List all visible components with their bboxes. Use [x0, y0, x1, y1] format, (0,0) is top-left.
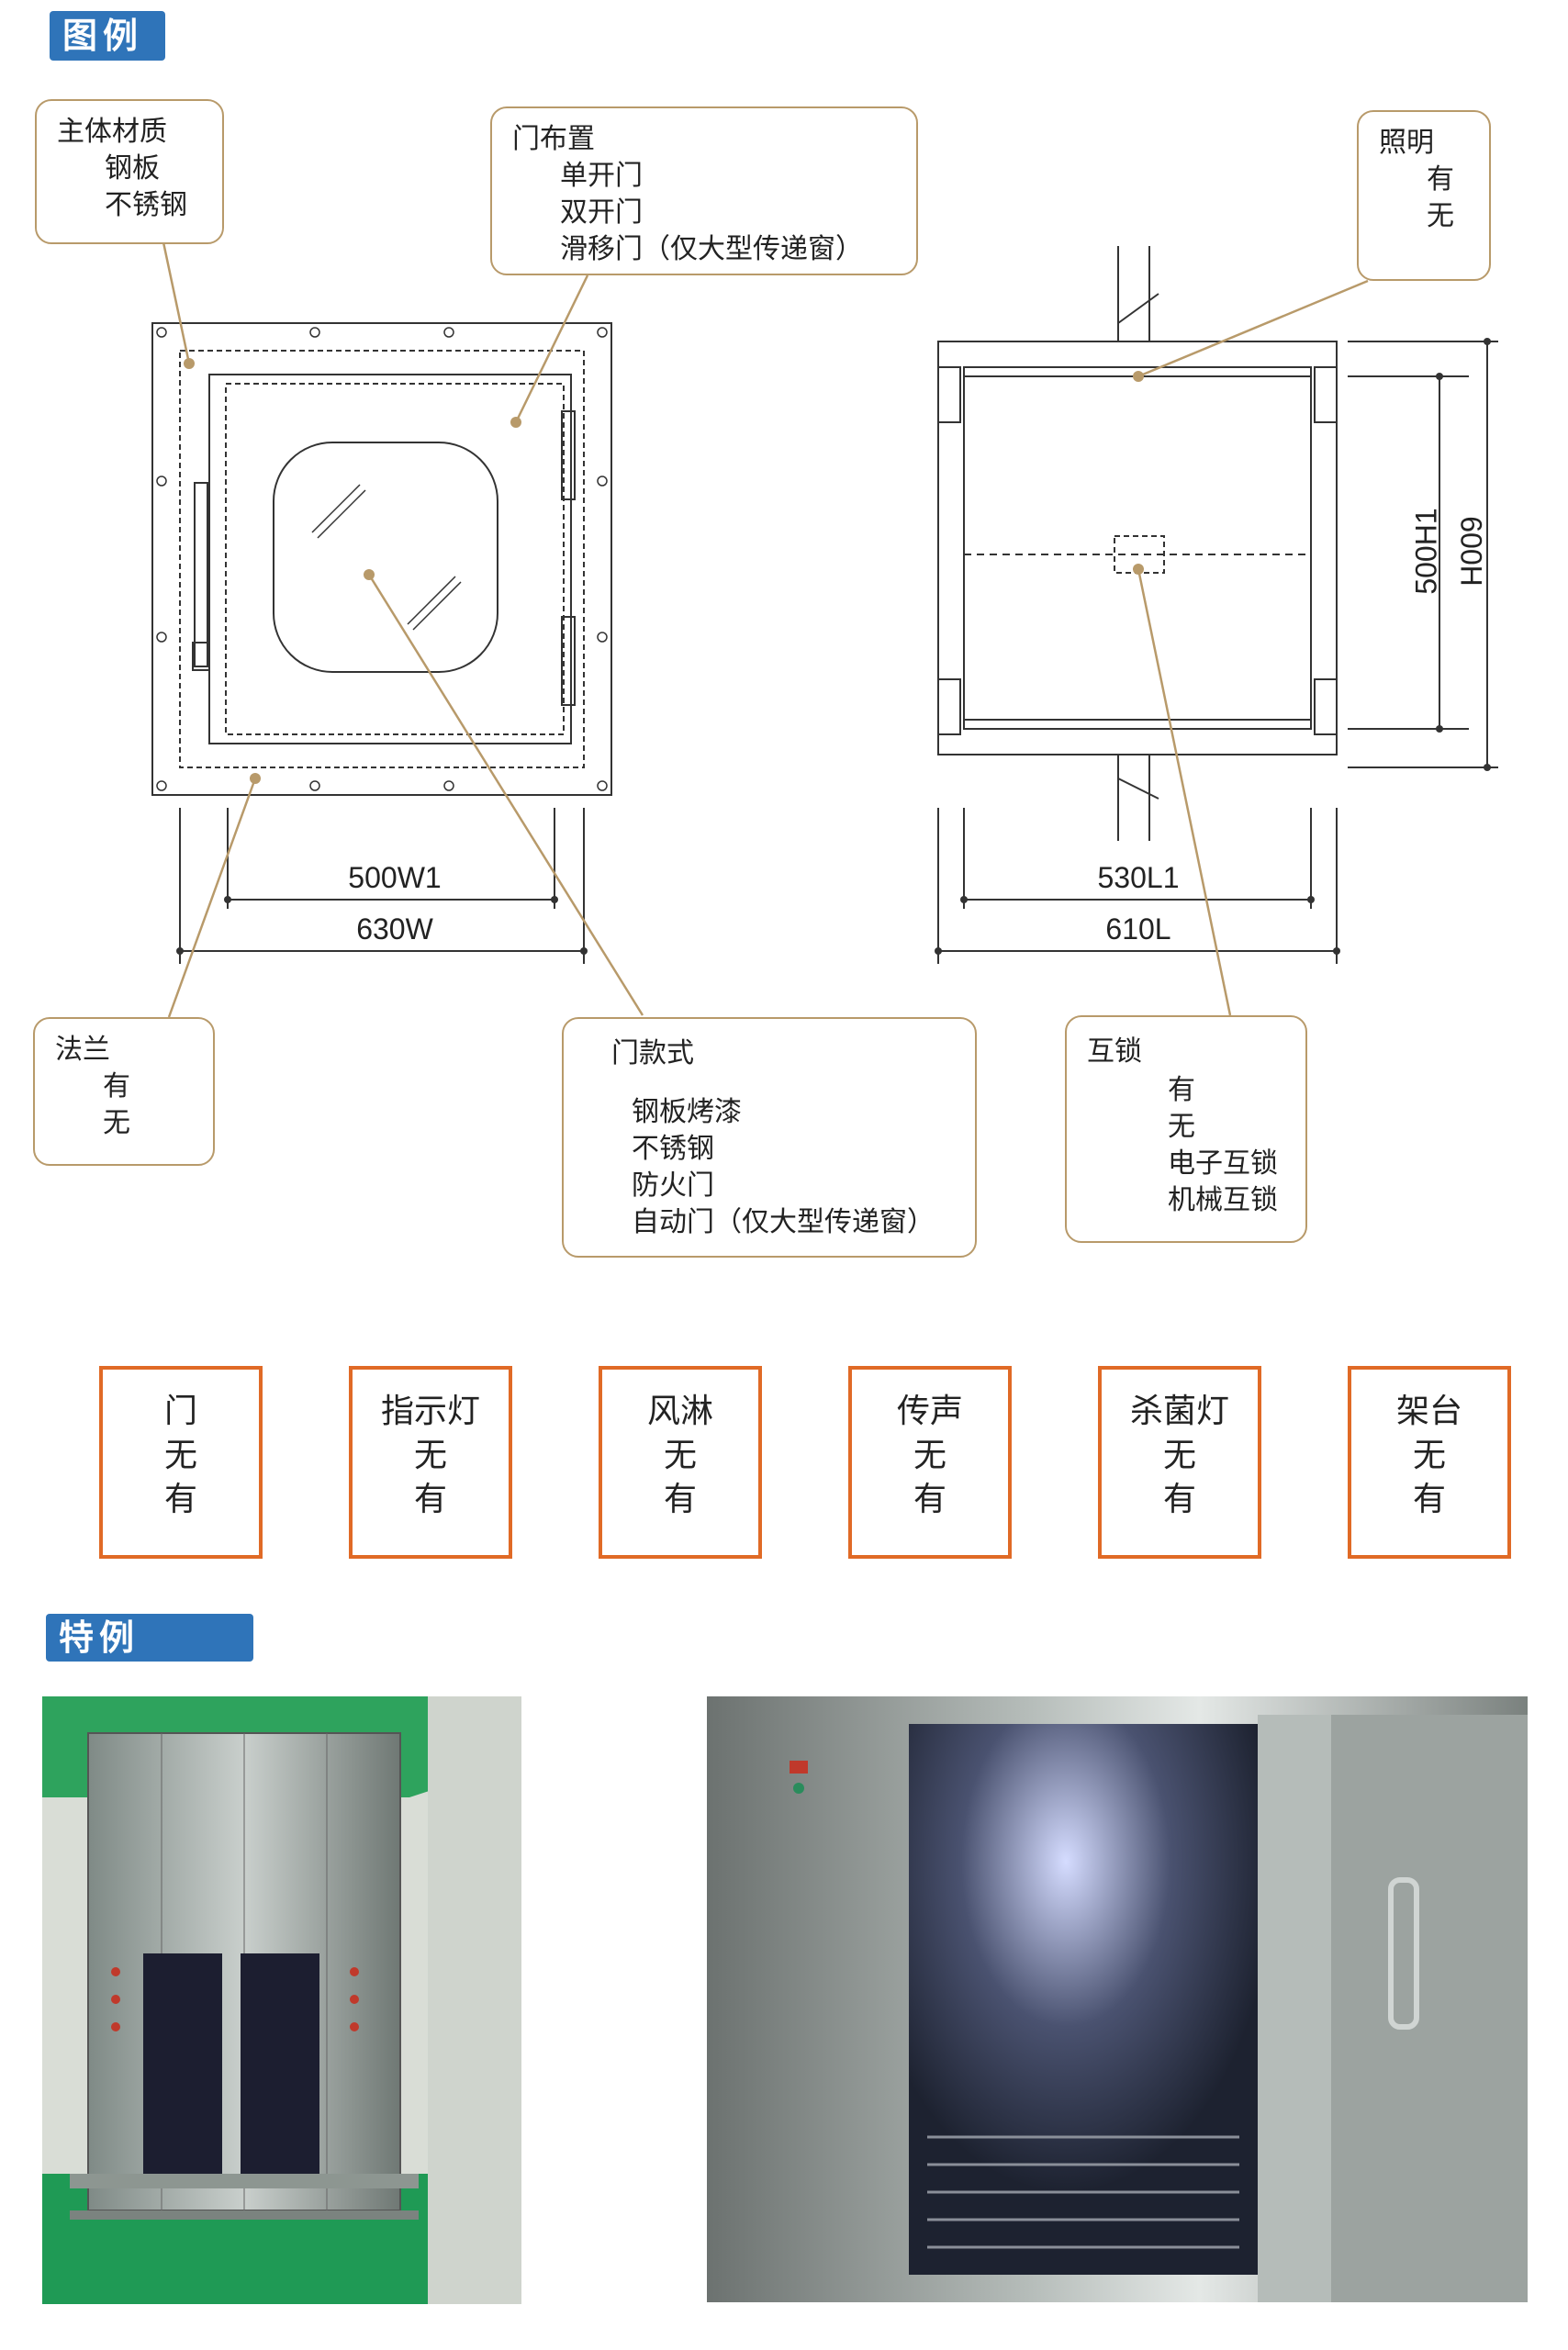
callout-interlock-title: 互锁 [1087, 1035, 1142, 1068]
callout-material-item: 不锈钢 [105, 189, 187, 221]
option-value: 无 [413, 1437, 447, 1474]
callout-door-style: 门款式 钢板烤漆 不锈钢 防火门 自动门（仅大型传递窗） [562, 1017, 977, 1258]
option-title: 门 [163, 1393, 197, 1430]
callout-flange-item: 无 [103, 1107, 130, 1139]
special-section-title: 特例 [46, 1614, 253, 1662]
option-value: 无 [1162, 1437, 1196, 1474]
photo-large-pass-box-stainless [707, 1696, 1528, 2302]
dim-h: 600H [1454, 516, 1488, 587]
option-value: 有 [663, 1481, 697, 1518]
callout-door-layout-item: 双开门 [560, 196, 643, 229]
callout-door-style-item: 不锈钢 [632, 1133, 714, 1165]
dim-l1: 530L1 [1097, 861, 1180, 894]
dim-h1: 500H1 [1409, 508, 1443, 595]
callout-interlock-item: 无 [1168, 1111, 1195, 1143]
option-value: 有 [413, 1481, 447, 1518]
pass-box-drawings [151, 241, 1498, 1018]
side-view-frame [937, 341, 1338, 755]
callout-interlock-item: 有 [1168, 1074, 1195, 1106]
callout-door-layout-item: 单开门 [560, 160, 643, 192]
option-title: 指示灯 [380, 1393, 480, 1430]
option-intercom: 传声 无 有 [848, 1366, 1012, 1559]
dim-w1: 500W1 [348, 861, 442, 894]
callout-lighting-item: 无 [1427, 200, 1454, 232]
option-indicator-light: 指示灯 无 有 [349, 1366, 512, 1559]
option-title: 架台 [1395, 1393, 1462, 1430]
option-air-shower: 风淋 无 有 [599, 1366, 762, 1559]
callout-door-style-title: 门款式 [611, 1037, 694, 1069]
callout-flange-title: 法兰 [55, 1034, 110, 1066]
option-stand: 架台 无 有 [1348, 1366, 1511, 1559]
legend-section-title: 图例 [50, 11, 165, 61]
callout-material-title: 主体材质 [57, 116, 167, 148]
callout-lighting-title: 照明 [1379, 127, 1434, 159]
dim-w: 630W [356, 912, 433, 946]
callout-lighting-item: 有 [1427, 163, 1454, 196]
callout-door-style-item: 自动门（仅大型传递窗） [632, 1206, 935, 1238]
option-value: 无 [1412, 1437, 1446, 1474]
callout-door-style-item: 防火门 [632, 1169, 714, 1202]
callout-interlock-item: 电子互锁 [1168, 1147, 1278, 1180]
callout-door-layout-item: 滑移门（仅大型传递窗） [560, 233, 863, 265]
photo-large-pass-box-green-room [42, 1696, 521, 2304]
option-value: 有 [1162, 1481, 1196, 1518]
option-title: 风淋 [646, 1393, 713, 1430]
option-value: 有 [1412, 1481, 1446, 1518]
option-value: 无 [163, 1437, 197, 1474]
callout-material: 主体材质 钢板 不锈钢 [35, 99, 224, 244]
callout-door-style-item: 钢板烤漆 [632, 1096, 742, 1128]
callout-material-item: 钢板 [105, 152, 160, 185]
option-uv-lamp: 杀菌灯 无 有 [1098, 1366, 1261, 1559]
callout-flange: 法兰 有 无 [33, 1017, 215, 1166]
option-value: 无 [663, 1437, 697, 1474]
option-value: 有 [163, 1481, 197, 1518]
option-value: 无 [913, 1437, 946, 1474]
callout-door-layout: 门布置 单开门 双开门 滑移门（仅大型传递窗） [490, 106, 918, 275]
callout-lighting: 照明 有 无 [1357, 110, 1491, 281]
option-value: 有 [913, 1481, 946, 1518]
door-window [273, 442, 498, 673]
option-title: 传声 [896, 1393, 963, 1430]
callout-door-layout-title: 门布置 [512, 123, 595, 155]
option-title: 杀菌灯 [1129, 1393, 1229, 1430]
front-view-frame [151, 322, 612, 796]
option-door: 门 无 有 [99, 1366, 263, 1559]
callout-interlock: 互锁 有 无 电子互锁 机械互锁 [1065, 1015, 1307, 1243]
callout-flange-item: 有 [103, 1070, 130, 1102]
dim-l: 610L [1105, 912, 1171, 946]
callout-interlock-item: 机械互锁 [1168, 1184, 1278, 1216]
